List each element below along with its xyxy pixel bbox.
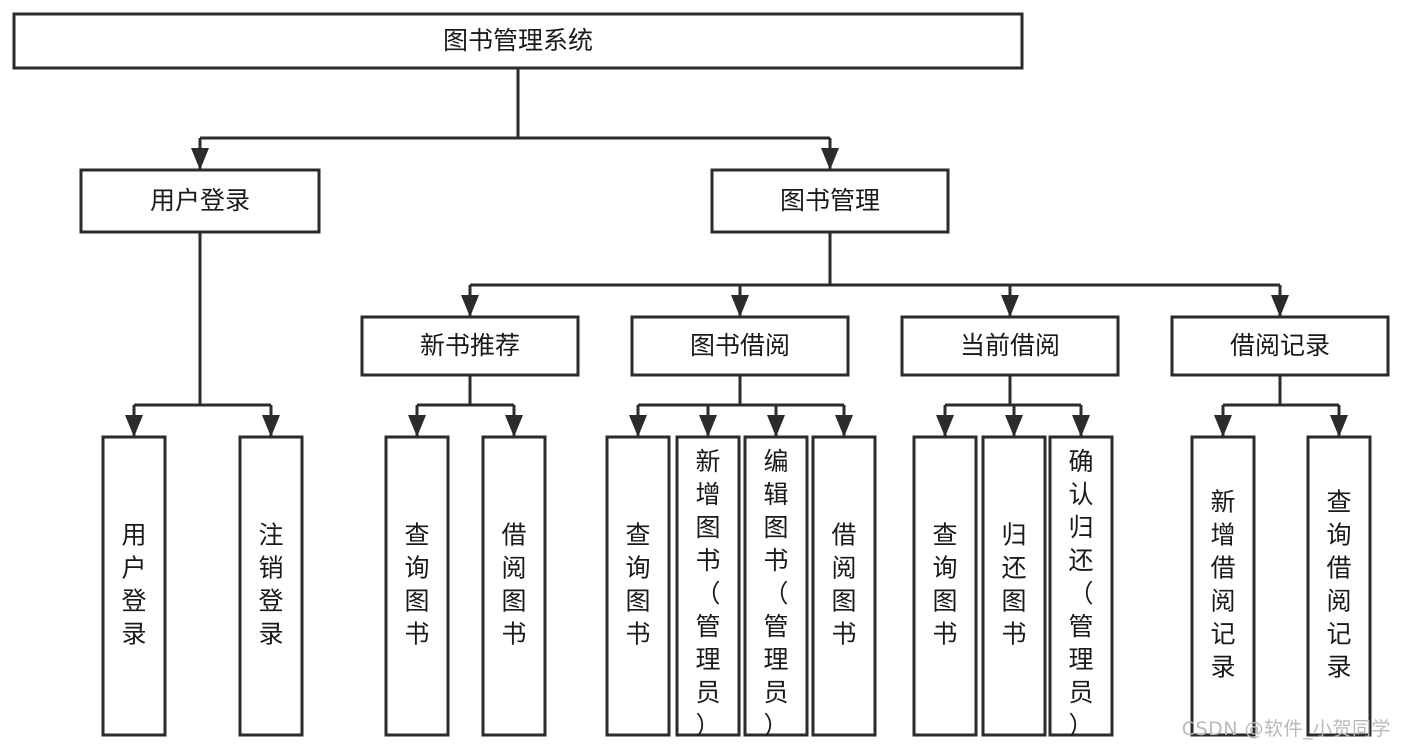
node-root[interactable]: 图书管理系统 — [12, 12, 1024, 70]
node-label-book-borrow: 图书借阅 — [690, 331, 790, 360]
node-leaf-query-book-rec[interactable]: 查询图书 — [384, 435, 450, 737]
node-box-user-login — [79, 168, 321, 234]
arrow-head-icon — [1005, 415, 1023, 437]
connector-group-current-borrow — [936, 375, 1090, 437]
node-user-login[interactable]: 用户登录 — [79, 168, 321, 234]
arrow-head-icon — [1271, 295, 1289, 317]
node-box-leaf-edit-book-admin — [743, 435, 809, 737]
node-label-leaf-edit-book-admin: 编辑图书（管理员） — [763, 447, 788, 740]
node-box-leaf-user-login — [101, 435, 167, 737]
node-box-new-book-recommend — [360, 315, 580, 377]
arrow-head-icon — [629, 415, 647, 437]
node-borrow-record[interactable]: 借阅记录 — [1170, 315, 1390, 377]
node-label-new-book-recommend: 新书推荐 — [420, 331, 520, 360]
node-box-leaf-query-book-cur — [912, 435, 978, 737]
node-box-leaf-add-book-admin — [675, 435, 741, 737]
node-box-leaf-borrow-book — [811, 435, 877, 737]
node-leaf-add-borrow-record[interactable]: 新增借阅记录 — [1190, 435, 1256, 737]
connector-group-user-login — [125, 232, 280, 437]
node-box-leaf-user-logout — [238, 435, 304, 737]
node-box-leaf-query-borrow-record — [1306, 435, 1372, 737]
connector-group-book-manage — [461, 232, 1289, 317]
node-new-book-recommend[interactable]: 新书推荐 — [360, 315, 580, 377]
arrow-head-icon — [835, 415, 853, 437]
node-leaf-edit-book-admin[interactable]: 编辑图书（管理员） — [743, 435, 809, 740]
arrow-head-icon — [731, 295, 749, 317]
arrow-head-icon — [821, 148, 839, 170]
node-label-leaf-add-borrow-record: 新增借阅记录 — [1210, 488, 1235, 682]
node-label-leaf-borrow-book: 借阅图书 — [831, 521, 856, 649]
node-leaf-user-logout[interactable]: 注销登录 — [238, 435, 304, 737]
node-label-root: 图书管理系统 — [443, 26, 593, 55]
node-leaf-borrow-book[interactable]: 借阅图书 — [811, 435, 877, 737]
arrow-head-icon — [699, 415, 717, 437]
node-box-leaf-return-book — [981, 435, 1047, 737]
arrow-head-icon — [505, 415, 523, 437]
node-box-leaf-borrow-book-rec — [481, 435, 547, 737]
node-book-borrow[interactable]: 图书借阅 — [630, 315, 850, 377]
arrow-head-icon — [1072, 415, 1090, 437]
arrow-head-icon — [408, 415, 426, 437]
node-leaf-add-book-admin[interactable]: 新增图书（管理员） — [675, 435, 741, 740]
node-label-leaf-add-book-admin: 新增图书（管理员） — [695, 447, 720, 740]
arrow-head-icon — [1001, 295, 1019, 317]
node-label-leaf-confirm-return-admin: 确认归还（管理员） — [1068, 447, 1093, 740]
arrow-head-icon — [767, 415, 785, 437]
arrow-head-icon — [936, 415, 954, 437]
csdn-watermark: CSDN @软件_小贺同学 — [1181, 718, 1391, 740]
connector-group-root — [191, 68, 839, 170]
connector-group-borrow-record — [1214, 375, 1348, 437]
node-label-leaf-borrow-book-rec: 借阅图书 — [501, 521, 526, 649]
node-label-leaf-query-book-cur: 查询图书 — [932, 521, 957, 649]
arrow-head-icon — [125, 415, 143, 437]
node-box-book-borrow — [630, 315, 850, 377]
node-label-leaf-return-book: 归还图书 — [1001, 521, 1026, 649]
node-label-current-borrow: 当前借阅 — [960, 331, 1060, 360]
node-book-manage[interactable]: 图书管理 — [710, 168, 950, 234]
node-leaf-query-book-borrow[interactable]: 查询图书 — [605, 435, 671, 737]
node-leaf-return-book[interactable]: 归还图书 — [981, 435, 1047, 737]
connector-layer — [125, 68, 1348, 437]
connector-group-book-borrow — [629, 375, 853, 437]
node-leaf-borrow-book-rec[interactable]: 借阅图书 — [481, 435, 547, 737]
node-box-leaf-add-borrow-record — [1190, 435, 1256, 737]
node-label-leaf-query-book-rec: 查询图书 — [404, 521, 429, 649]
arrow-head-icon — [461, 295, 479, 317]
node-box-leaf-query-book-borrow — [605, 435, 671, 737]
node-box-root — [12, 12, 1024, 70]
node-label-borrow-record: 借阅记录 — [1230, 331, 1330, 360]
node-current-borrow[interactable]: 当前借阅 — [900, 315, 1120, 377]
node-leaf-confirm-return-admin[interactable]: 确认归还（管理员） — [1048, 435, 1114, 740]
node-label-user-login: 用户登录 — [150, 186, 250, 215]
arrow-head-icon — [262, 415, 280, 437]
node-box-book-manage — [710, 168, 950, 234]
node-layer: 图书管理系统用户登录图书管理新书推荐图书借阅当前借阅借阅记录用户登录注销登录查询… — [12, 12, 1390, 740]
node-box-leaf-confirm-return-admin — [1048, 435, 1114, 737]
node-label-book-manage: 图书管理 — [780, 186, 880, 215]
node-leaf-user-login[interactable]: 用户登录 — [101, 435, 167, 737]
node-leaf-query-book-cur[interactable]: 查询图书 — [912, 435, 978, 737]
node-leaf-query-borrow-record[interactable]: 查询借阅记录 — [1306, 435, 1372, 737]
node-label-leaf-user-login: 用户登录 — [121, 521, 146, 649]
node-box-leaf-query-book-rec — [384, 435, 450, 737]
node-label-leaf-query-borrow-record: 查询借阅记录 — [1326, 488, 1351, 682]
arrow-head-icon — [191, 148, 209, 170]
node-box-borrow-record — [1170, 315, 1390, 377]
arrow-head-icon — [1214, 415, 1232, 437]
node-box-current-borrow — [900, 315, 1120, 377]
node-label-leaf-query-book-borrow: 查询图书 — [625, 521, 650, 649]
node-label-leaf-user-logout: 注销登录 — [258, 521, 283, 649]
arrow-head-icon — [1330, 415, 1348, 437]
connector-group-new-book-recommend — [408, 375, 523, 437]
